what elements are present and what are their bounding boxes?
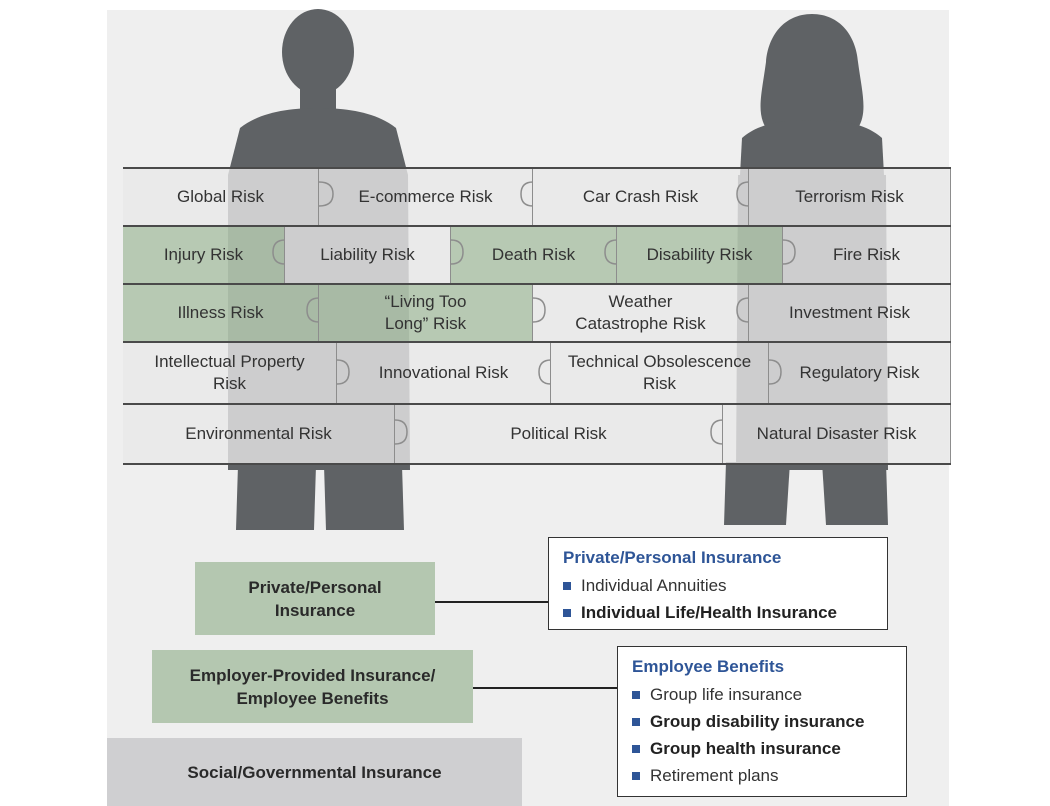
puzzle-piece: Global Risk <box>123 168 319 226</box>
connector-line <box>435 601 549 603</box>
puzzle-piece: Injury Risk <box>123 226 285 284</box>
puzzle-piece: Death Risk <box>451 226 617 284</box>
tier-employer-provided: Employer-Provided Insurance/ Employee Be… <box>152 650 473 723</box>
list-item: Group health insurance <box>632 735 894 762</box>
puzzle-piece: Illness Risk <box>123 284 319 342</box>
tier-label: Private/Personal Insurance <box>248 577 382 620</box>
grid-line <box>123 283 951 285</box>
grid-line <box>123 225 951 227</box>
tier-social-governmental: Social/Governmental Insurance <box>107 738 522 806</box>
puzzle-piece: Car Crash Risk <box>533 168 749 226</box>
employee-benefits-list: Group life insurance Group disability in… <box>632 681 894 789</box>
list-item: Group disability insurance <box>632 708 894 735</box>
list-item: Individual Annuities <box>563 572 875 599</box>
square-bullet-icon <box>563 581 571 590</box>
puzzle-piece: Innovational Risk <box>337 342 551 404</box>
grid-line <box>123 463 951 465</box>
grid-line <box>123 341 951 343</box>
list-item: Retirement plans <box>632 762 894 789</box>
puzzle-piece: E-commerce Risk <box>319 168 533 226</box>
box-title: Employee Benefits <box>632 657 785 676</box>
puzzle-piece: Liability Risk <box>285 226 451 284</box>
list-item: Group life insurance <box>632 681 894 708</box>
puzzle-piece: Regulatory Risk <box>769 342 951 404</box>
private-insurance-box: Private/Personal Insurance Individual An… <box>548 537 888 630</box>
puzzle-piece: Disability Risk <box>617 226 783 284</box>
puzzle-piece: Technical Obsolescence Risk <box>551 342 769 404</box>
tier-label: Social/Governmental Insurance <box>187 762 442 782</box>
puzzle-piece: Investment Risk <box>749 284 951 342</box>
employee-benefits-box: Employee Benefits Group life insurance G… <box>617 646 907 797</box>
square-bullet-icon <box>632 744 640 753</box>
puzzle-piece: Natural Disaster Risk <box>723 404 951 464</box>
square-bullet-icon <box>632 690 640 699</box>
puzzle-piece: Weather Catastrophe Risk <box>533 284 749 342</box>
tier-private-personal: Private/Personal Insurance <box>195 562 435 635</box>
grid-line <box>123 403 951 405</box>
private-insurance-list: Individual Annuities Individual Life/Hea… <box>563 572 875 626</box>
box-title: Private/Personal Insurance <box>563 548 782 567</box>
square-bullet-icon <box>632 717 640 726</box>
square-bullet-icon <box>563 608 571 617</box>
list-item: Individual Life/Health Insurance <box>563 599 875 626</box>
puzzle-piece: Political Risk <box>395 404 723 464</box>
puzzle-piece: “Living Too Long” Risk <box>319 284 533 342</box>
puzzle-piece: Fire Risk <box>783 226 951 284</box>
square-bullet-icon <box>632 771 640 780</box>
puzzle-piece: Terrorism Risk <box>749 168 951 226</box>
grid-line <box>123 167 951 169</box>
connector-line <box>473 687 617 689</box>
tier-label: Employer-Provided Insurance/ Employee Be… <box>189 665 436 708</box>
puzzle-piece: Environmental Risk <box>123 404 395 464</box>
puzzle-piece: Intellectual Property Risk <box>123 342 337 404</box>
